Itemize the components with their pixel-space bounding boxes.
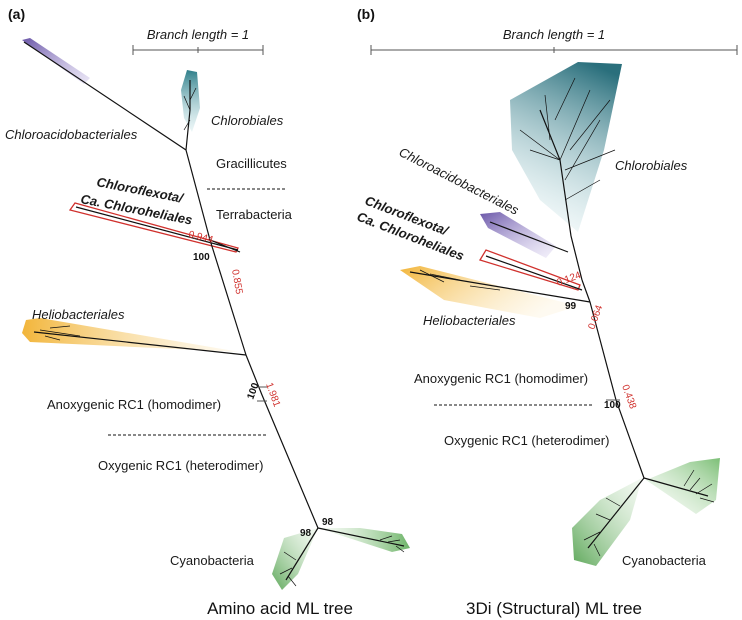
clade-chloroacidobacteriales-a <box>22 38 90 84</box>
scale-bar-b: Branch length = 1 <box>370 27 738 55</box>
title-b: 3Di (Structural) ML tree <box>466 599 642 618</box>
clade-cyanobacteria-b-lower <box>572 478 642 566</box>
label-chlorobiales-b: Chlorobiales <box>615 158 688 173</box>
clade-chloroflexota-a <box>68 202 239 253</box>
label-oxygenic-a: Oxygenic RC1 (heterodimer) <box>98 458 263 473</box>
support-black-100-a: 100 <box>193 252 210 263</box>
support-red-0064: 0.064 <box>586 303 605 331</box>
label-chlorobiales-a: Chlorobiales <box>211 113 284 128</box>
support-black-100-b-panel: 100 <box>604 400 621 411</box>
label-chloroacidobacteriales-a: Chloroacidobacteriales <box>5 127 138 142</box>
support-black-98-b: 98 <box>322 517 334 528</box>
support-red-0855: 0.855 <box>229 269 244 296</box>
clade-chloroflexota-b <box>479 249 581 291</box>
panel-a: (a) Branch length = 1 <box>5 6 410 618</box>
label-chloroacidobacteriales-b: Chloroacidobacteriales <box>397 144 522 218</box>
clade-chlorobiales-b <box>510 62 622 232</box>
support-black-98-a: 98 <box>300 528 312 539</box>
support-black-100-b: 100 <box>245 381 261 401</box>
label-heliobacteriales-a: Heliobacteriales <box>32 307 125 322</box>
support-red-0438: 0.438 <box>619 383 638 411</box>
title-a: Amino acid ML tree <box>207 599 353 618</box>
panel-b-letter: (b) <box>357 6 375 22</box>
clade-cyanobacteria-b-right <box>646 458 720 514</box>
clade-chloroacidobacteriales-b <box>480 212 556 258</box>
clade-heliobacteriales-a <box>22 318 240 352</box>
clade-cyanobacteria-a-right <box>318 528 410 552</box>
label-oxygenic-b: Oxygenic RC1 (heterodimer) <box>444 433 609 448</box>
label-gracilicutes: Gracillicutes <box>216 156 287 171</box>
clade-heliobacteriales-b <box>400 266 578 318</box>
tree-branches-b <box>409 77 715 557</box>
tree-branches-a <box>23 41 405 587</box>
label-anoxygenic-b: Anoxygenic RC1 (homodimer) <box>414 371 588 386</box>
label-terrabacteria: Terrabacteria <box>216 207 293 222</box>
label-heliobacteriales-b: Heliobacteriales <box>423 313 516 328</box>
support-black-99: 99 <box>565 301 577 312</box>
scale-bar-a: Branch length = 1 <box>132 27 264 55</box>
panel-b: (b) Branch length = 1 <box>355 6 738 618</box>
panel-a-letter: (a) <box>8 6 25 22</box>
scale-label-b: Branch length = 1 <box>503 27 605 42</box>
label-cyanobacteria-b: Cyanobacteria <box>622 553 707 568</box>
scale-label-a: Branch length = 1 <box>147 27 249 42</box>
label-cyanobacteria-a: Cyanobacteria <box>170 553 255 568</box>
label-anoxygenic-a: Anoxygenic RC1 (homodimer) <box>47 397 221 412</box>
